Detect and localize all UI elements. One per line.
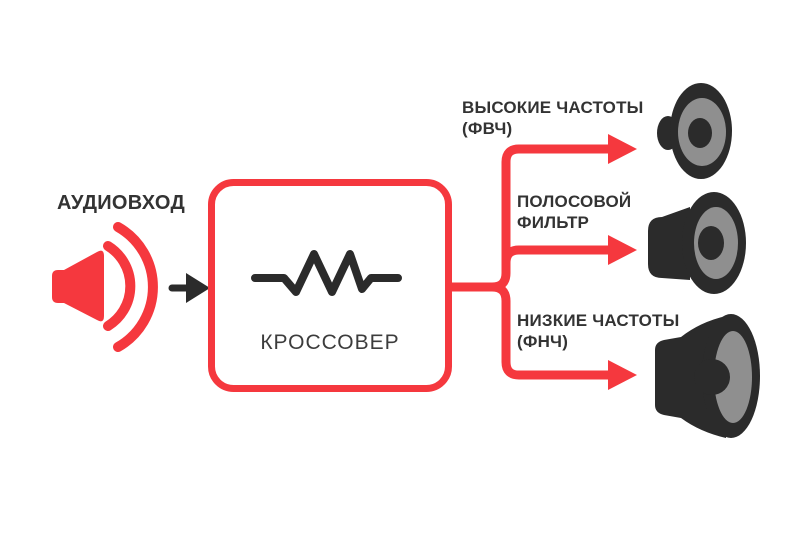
low-arrow-head	[608, 360, 637, 390]
output-label-low-line2: (ФНЧ)	[517, 332, 569, 351]
output-label-high: ВЫСОКИЕ ЧАСТОТЫ (ФВЧ)	[462, 97, 644, 139]
speaker-sound-waves-icon	[52, 222, 158, 352]
signal-split-lines	[445, 134, 637, 390]
output-label-high-line1: ВЫСОКИЕ ЧАСТОТЫ	[462, 98, 644, 117]
output-label-high-line2: (ФВЧ)	[462, 119, 513, 138]
high-arrow-head	[608, 134, 637, 164]
crossover-label: КРОССОВЕР	[260, 331, 400, 354]
tweeter-speaker-icon	[657, 83, 732, 179]
band-arrow-head	[608, 235, 637, 265]
band-branch-line	[501, 245, 616, 268]
output-label-low: НИЗКИЕ ЧАСТОТЫ (ФНЧ)	[517, 310, 679, 352]
output-label-low-line1: НИЗКИЕ ЧАСТОТЫ	[517, 311, 680, 330]
midrange-speaker-icon	[648, 192, 746, 294]
woofer-speaker-icon	[655, 314, 760, 438]
input-arrow-icon	[168, 273, 210, 303]
input-label: АУДИОВХОД	[57, 192, 186, 214]
resistor-zigzag-icon	[251, 250, 402, 296]
output-label-band: ПОЛОСОВОЙ ФИЛЬТР	[517, 191, 631, 233]
output-label-band-line1: ПОЛОСОВОЙ	[517, 192, 632, 211]
output-label-band-line2: ФИЛЬТР	[517, 213, 590, 232]
low-branch-line	[445, 282, 616, 380]
